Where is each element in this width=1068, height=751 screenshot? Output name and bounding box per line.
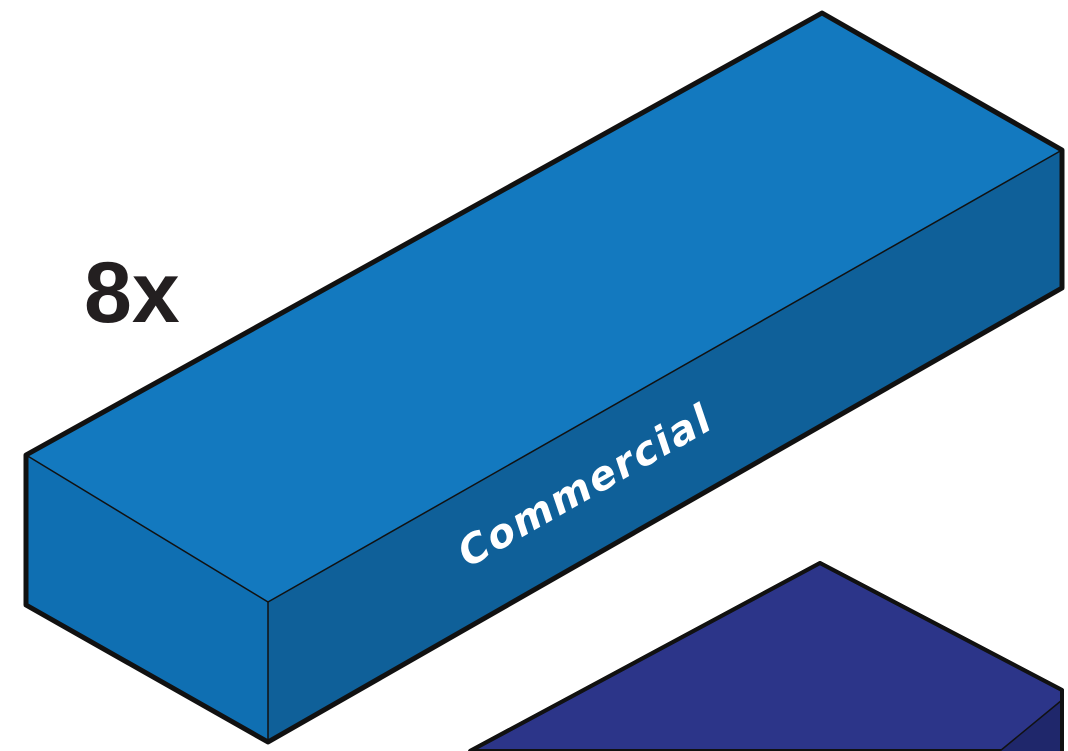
lower-box <box>470 563 1062 751</box>
multiplier-label: 8x <box>84 245 180 341</box>
